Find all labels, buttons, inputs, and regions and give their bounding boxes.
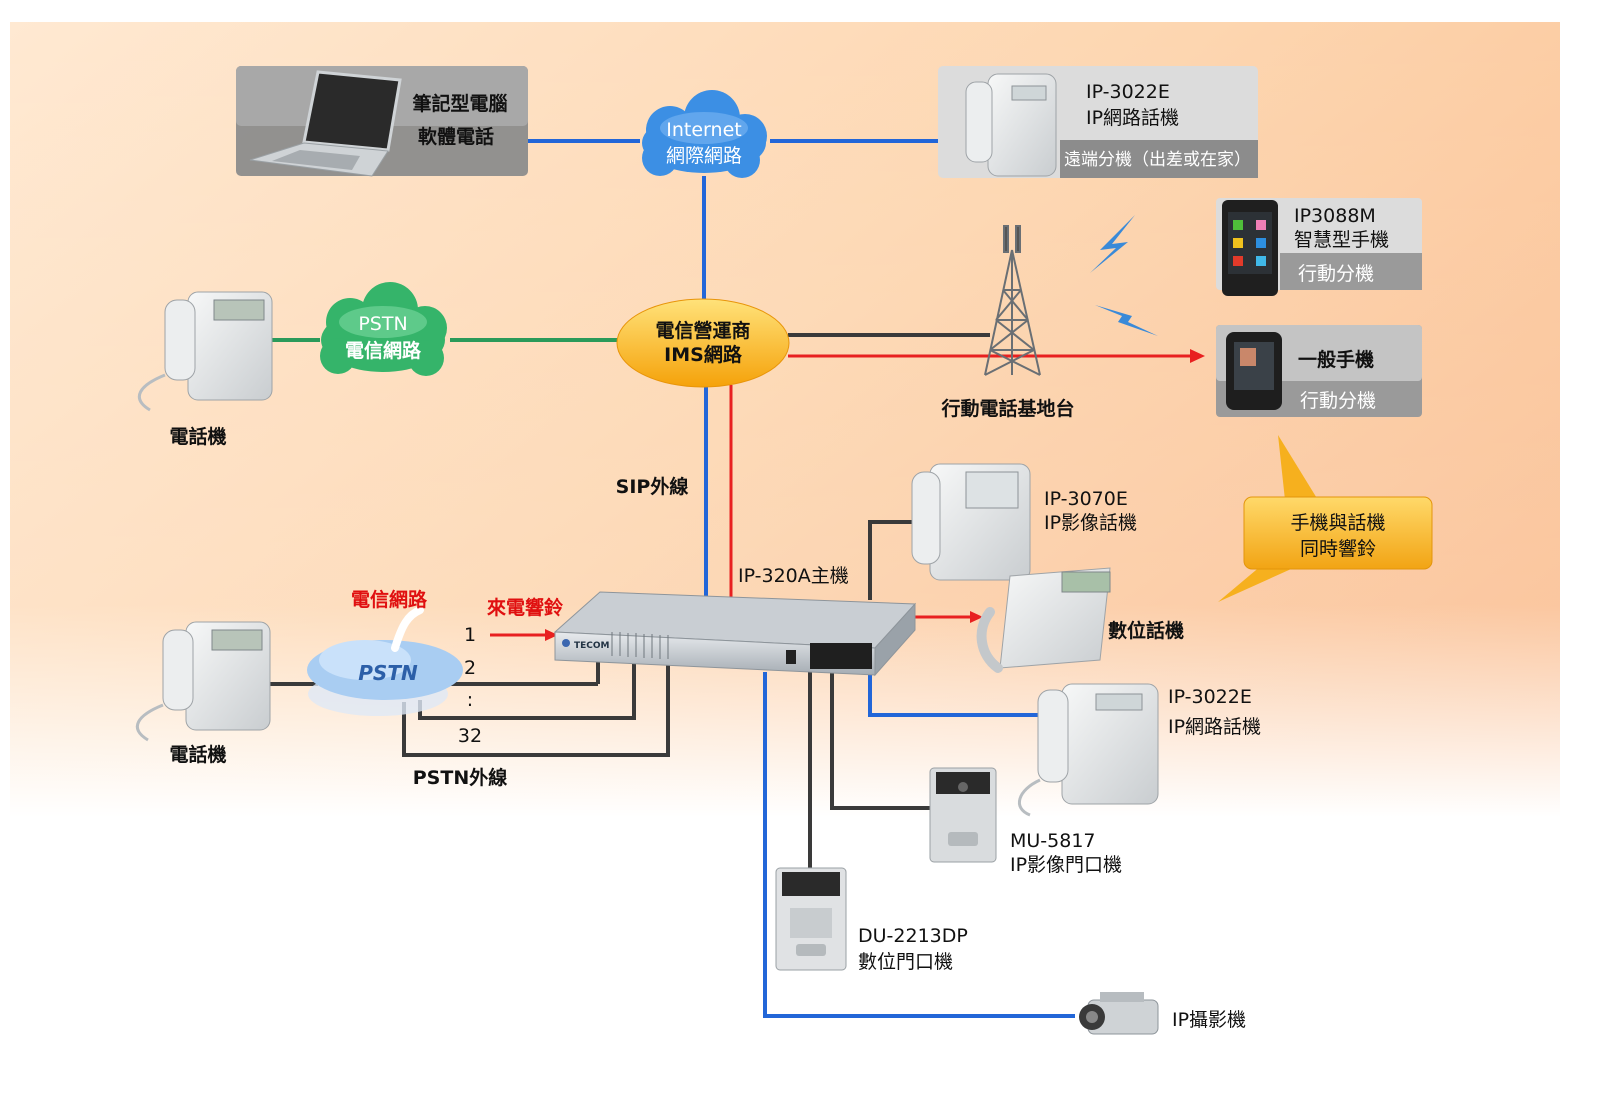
- laptop-label-line2: 軟體電話: [418, 125, 494, 148]
- pstn-trunk-label: PSTN外線: [413, 766, 507, 789]
- wireless-signal-icon: [1090, 215, 1158, 336]
- callout-line1: 手機與話機: [1290, 512, 1385, 534]
- door-digital-model: DU-2213DP: [858, 925, 968, 947]
- remote-phone-sub: 遠端分機（出差或在家）: [1064, 150, 1251, 170]
- digital-phone-name: 數位話機: [1108, 619, 1184, 642]
- video-phone-name: IP影像話機: [1044, 512, 1137, 534]
- digital-phone-icon: [976, 567, 1111, 673]
- ims-line1: 電信營運商: [655, 319, 750, 342]
- ip-phone-icon: [965, 73, 1057, 177]
- phone-bottom-label: 電話機: [169, 743, 226, 766]
- door-digital-name: 數位門口機: [858, 951, 953, 973]
- phone-top-label: 電話機: [169, 425, 226, 448]
- pbx-label: IP-320A主機: [738, 565, 849, 587]
- remote-phone-name: IP網路話機: [1086, 107, 1179, 129]
- ip-phone-icon-2: [1017, 683, 1159, 817]
- ip-door-station-icon: [929, 767, 997, 863]
- trunk-number-1: 1: [464, 624, 476, 646]
- smartphone-model: IP3088M: [1294, 205, 1376, 227]
- smartphone-name: 智慧型手機: [1294, 229, 1389, 251]
- callout-line2: 同時響鈴: [1300, 538, 1376, 560]
- remote-phone-box: IP-3022E IP網路話機 遠端分機（出差或在家）: [938, 66, 1258, 178]
- laptop-softphone-box: 筆記型電腦 軟體電話: [236, 66, 528, 177]
- mobile-phone-name: 一般手機: [1298, 348, 1374, 371]
- pstn-cloud-line2: 電信網路: [345, 339, 422, 362]
- pstn-small-caption: 電信網路: [351, 588, 428, 611]
- digital-door-station-icon: [775, 867, 847, 971]
- mobile-phone-sub: 行動分機: [1300, 390, 1376, 412]
- ip-phone-model: IP-3022E: [1168, 686, 1252, 708]
- internet-cloud: Internet 網際網路: [642, 90, 767, 178]
- pstn-small-cloud: PSTN: [307, 606, 463, 716]
- remote-phone-model: IP-3022E: [1086, 81, 1170, 103]
- laptop-icon: [249, 70, 402, 177]
- pstn-cloud-line1: PSTN: [358, 313, 407, 335]
- analog-phone-icon-2: [135, 621, 271, 742]
- video-phone-icon: [911, 463, 1031, 581]
- cell-tower-icon: [984, 225, 1041, 376]
- door-ip-model: MU-5817: [1010, 830, 1096, 852]
- ims-line2: IMS網路: [664, 343, 743, 366]
- pbx-unit: TECOM: [553, 591, 917, 677]
- incoming-ring-label: 來電響鈴: [487, 596, 564, 619]
- camera-name: IP攝影機: [1172, 1009, 1246, 1031]
- tower-label: 行動電話基地台: [940, 397, 1074, 420]
- pstn-small-label: PSTN: [358, 661, 418, 685]
- ip-phone-name: IP網路話機: [1168, 716, 1261, 738]
- trunk-dots: :: [467, 689, 473, 711]
- analog-phone-icon: [137, 291, 273, 412]
- smartphone-box: IP3088M 智慧型手機 行動分機: [1216, 198, 1422, 296]
- trunk-number-32: 32: [458, 725, 482, 747]
- mobile-phone-box: 一般手機 行動分機: [1216, 325, 1422, 417]
- internet-cloud-line2: 網際網路: [666, 145, 742, 167]
- laptop-label-line1: 筆記型電腦: [412, 92, 507, 115]
- door-ip-name: IP影像門口機: [1010, 854, 1122, 876]
- sip-trunk-label: SIP外線: [616, 475, 689, 498]
- mobile-phone-icon: [1226, 332, 1282, 410]
- pstn-cloud: PSTN 電信網路: [320, 282, 447, 376]
- pbx-brand: TECOM: [574, 641, 610, 651]
- video-phone-model: IP-3070E: [1044, 488, 1128, 510]
- trunk-number-2: 2: [464, 657, 476, 679]
- smartphone-icon: [1222, 200, 1278, 296]
- ip-camera-icon: [1079, 992, 1159, 1035]
- internet-cloud-line1: Internet: [666, 119, 741, 141]
- smartphone-sub: 行動分機: [1298, 263, 1374, 285]
- ims-network: 電信營運商 IMS網路: [616, 298, 790, 388]
- simultaneous-ring-callout: 手機與話機 同時響鈴: [1218, 435, 1433, 602]
